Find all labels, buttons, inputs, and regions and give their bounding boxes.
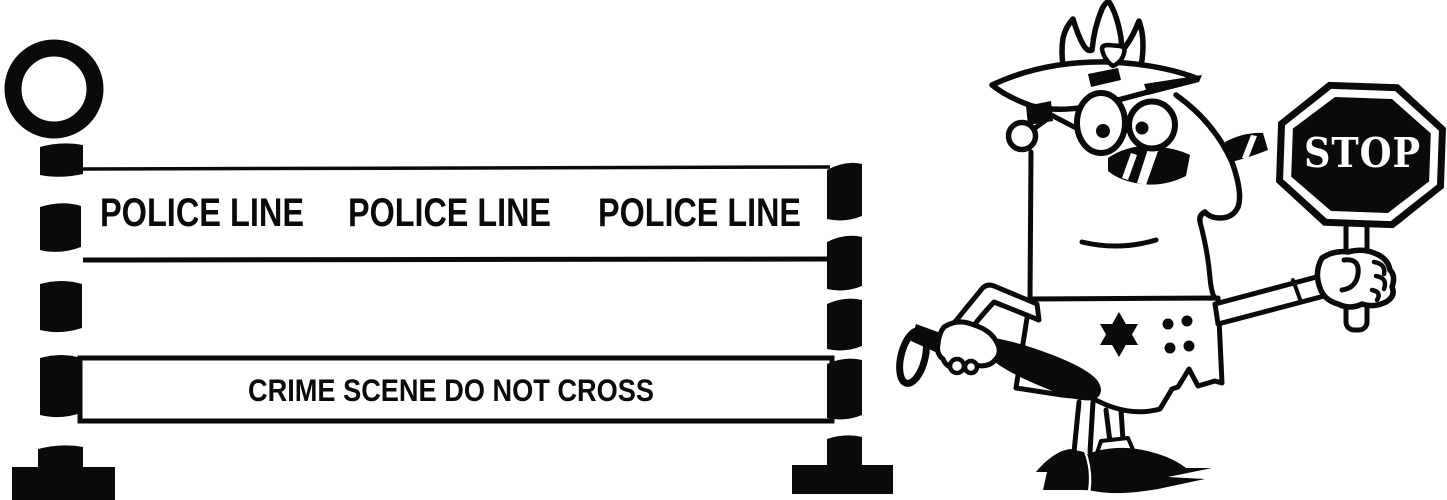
- finger-line: [1369, 287, 1381, 303]
- hat-badge-icon: [1099, 42, 1127, 69]
- officer-boots: [1036, 447, 1212, 494]
- stop-sign-text: STOP: [1304, 129, 1421, 177]
- extended-arm: [1212, 272, 1331, 327]
- pole-ring-topper: [4, 39, 104, 139]
- pole-base: [792, 465, 893, 494]
- torso-left-edge: [1027, 149, 1034, 302]
- ear-connector: [1032, 117, 1049, 131]
- left-eyebrow: [1088, 68, 1121, 87]
- right-barricade-pole: [792, 162, 893, 494]
- pole-stripe: [40, 143, 83, 177]
- pole-stripe: [827, 235, 862, 291]
- police-officer: STOP: [896, 0, 1446, 494]
- lens-glare: [1137, 149, 1158, 185]
- knuckle: [962, 358, 980, 376]
- police-line-text-1: POLICE LINE: [100, 191, 304, 235]
- frown-mouth: [1079, 237, 1159, 249]
- lens-glare: [1242, 135, 1257, 159]
- police-line-text-2: POLICE LINE: [348, 191, 551, 235]
- pole-stripe: [40, 203, 81, 252]
- thumb-line: [1339, 257, 1361, 293]
- right-pupil: [1135, 121, 1149, 135]
- stop-sign-face: [1291, 97, 1431, 213]
- baton-arm: [896, 282, 1101, 401]
- sleeve-cuff: [1291, 278, 1303, 304]
- pole-stripe: [40, 355, 81, 418]
- pole-base: [12, 467, 115, 500]
- pole-stripe: [827, 298, 862, 351]
- sheriff-star-icon: [1100, 312, 1138, 357]
- police-line-text-3: POLICE LINE: [598, 191, 801, 235]
- pole-stripe: [827, 358, 862, 420]
- face-left-edge: [1031, 103, 1081, 132]
- right-eye: [1126, 98, 1178, 152]
- left-eye: [1074, 90, 1128, 156]
- tape-bottom-edge: [82, 256, 834, 263]
- finger-line: [1373, 273, 1388, 292]
- pole-stripe: [827, 162, 862, 221]
- jacket-buttons: [1162, 315, 1195, 354]
- knuckle: [947, 356, 967, 376]
- right-eyebrow: [1144, 75, 1202, 95]
- barricade: POLICE LINE POLICE LINE POLICE LINE CRIM…: [4, 39, 893, 500]
- officer-head: [989, 0, 1268, 224]
- police-baton: [983, 337, 1101, 401]
- crime-scene-text: CRIME SCENE DO NOT CROSS: [248, 372, 654, 408]
- cheek-neck-line: [1197, 219, 1217, 300]
- pole-base-step: [827, 435, 862, 467]
- crime-scene-tape-band: [77, 355, 835, 424]
- police-line-tape: POLICE LINE POLICE LINE POLICE LINE: [82, 165, 834, 263]
- ear: [1005, 119, 1039, 153]
- pole-base-step: [38, 445, 83, 469]
- officer-sunglasses: [1108, 132, 1268, 185]
- left-barricade-pole: [4, 39, 115, 500]
- lens-glare: [1122, 153, 1137, 180]
- crime-scene-tape: CRIME SCENE DO NOT CROSS: [77, 355, 835, 424]
- left-pupil: [1096, 124, 1110, 138]
- finger-line: [1371, 259, 1387, 277]
- pole-stripe: [40, 281, 82, 333]
- tape-top-edge: [82, 165, 831, 171]
- nose: [1173, 92, 1243, 224]
- stop-sign-arm: STOP: [1212, 81, 1446, 333]
- stop-sign: [1276, 81, 1446, 229]
- police-line-tape-band: [83, 171, 827, 258]
